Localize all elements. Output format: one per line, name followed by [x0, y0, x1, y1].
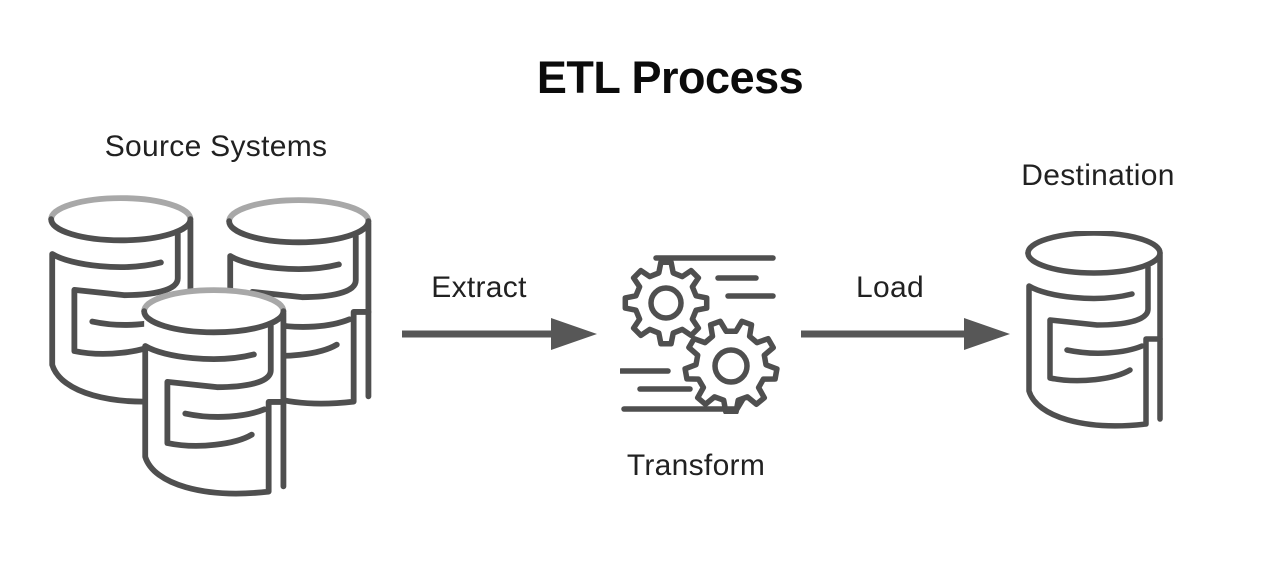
extract-label: Extract: [431, 271, 527, 304]
load-arrow-right-icon: [801, 318, 1010, 350]
gears-icon: [620, 255, 780, 414]
small-gear-hole: [648, 285, 684, 321]
load-label: Load: [856, 271, 924, 304]
speed-line-bottom: [621, 396, 746, 412]
extract-arrow-right-icon: [402, 318, 597, 350]
destination-label: Destination: [1021, 159, 1175, 192]
transform-label: Transform: [626, 449, 766, 482]
database-stack-icon: [38, 194, 394, 518]
database-cylinder-destination: [1028, 233, 1160, 431]
large-gear-outline: [682, 318, 780, 414]
database-cylinder-front: [144, 290, 283, 499]
large-gear-hole: [712, 347, 750, 385]
small-gear-outline: [622, 259, 710, 347]
source-systems-label: Source Systems: [104, 130, 328, 163]
database-icon: [1025, 231, 1167, 435]
diagram-title: ETL Process: [536, 52, 804, 103]
